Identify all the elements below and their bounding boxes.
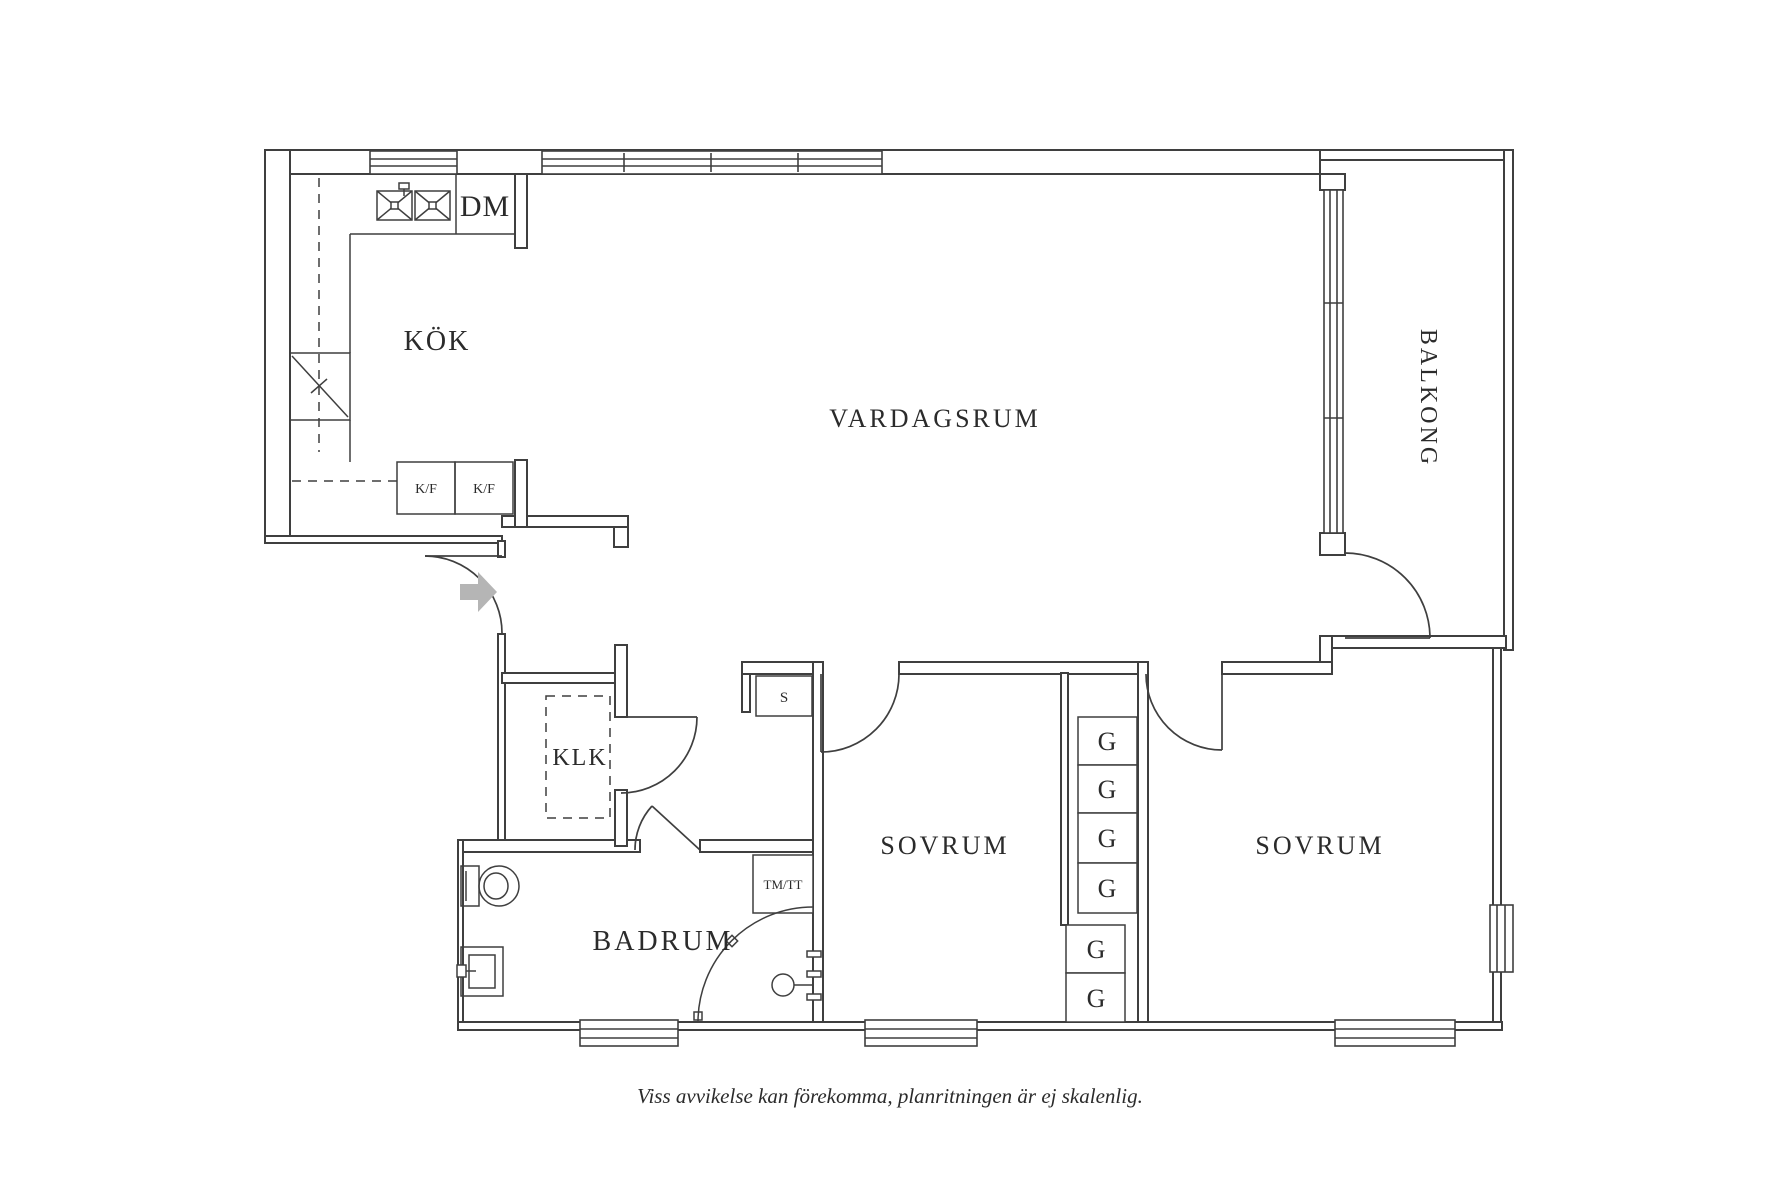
wardrobe-box <box>1077 812 1138 864</box>
bathroom-fixtures <box>456 865 822 1023</box>
wall <box>264 535 503 544</box>
room-label-living-room: VARDAGSRUM <box>829 404 1041 433</box>
wall <box>514 459 528 528</box>
wall <box>497 633 506 847</box>
room-label-bedroom-1: SOVRUM <box>880 831 1009 860</box>
wardrobe-label: G <box>1087 935 1106 964</box>
washbasin-icon <box>456 946 504 997</box>
wall <box>1221 661 1333 675</box>
wardrobe-box <box>1065 924 1126 974</box>
wardrobe-box <box>1077 764 1138 814</box>
wardrobe-label: G <box>1098 727 1117 756</box>
appliance-label-washer-dryer: TM/TT <box>764 877 803 892</box>
wall <box>898 661 1149 675</box>
doors <box>424 552 1431 851</box>
bedroom-1-door <box>820 673 900 753</box>
wall <box>457 839 641 853</box>
wardrobe-label: G <box>1087 984 1106 1013</box>
window-living-room-icon <box>541 150 883 175</box>
wardrobe-box <box>1065 972 1126 1023</box>
disclaimer-text: Viss avvikelse kan förekomma, planritnin… <box>637 1084 1143 1108</box>
washer-dryer-box <box>752 854 814 914</box>
wall <box>741 673 751 713</box>
entry-arrow-icon <box>460 572 497 612</box>
wall <box>1503 149 1514 651</box>
kitchen-fixtures <box>289 174 515 515</box>
balcony-door <box>1344 552 1431 639</box>
wardrobe-label: G <box>1098 824 1117 853</box>
closet-door <box>620 716 698 794</box>
wall <box>812 661 824 1023</box>
appliance-label-fridge-freezer: K/F <box>473 482 495 497</box>
wall <box>1060 672 1069 926</box>
labels: KÖK DM K/F K/F VARDAGSRUM BALKONG KLK S … <box>404 190 1441 1108</box>
wardrobe-label: G <box>1098 874 1117 903</box>
window-bedroom-1-icon <box>864 1019 978 1047</box>
wall <box>514 173 528 249</box>
wardrobe-box <box>1077 716 1138 766</box>
wall <box>264 149 291 543</box>
storage-fixtures <box>545 675 1138 1023</box>
wall <box>1319 173 1346 191</box>
bathroom-door <box>634 805 701 851</box>
cabinet-label-s: S <box>780 690 788 706</box>
room-label-kitchen: KÖK <box>404 326 471 357</box>
wall <box>457 1021 1503 1031</box>
wall <box>1319 149 1513 161</box>
wall <box>501 515 629 528</box>
appliance-label-dishwasher: DM <box>460 190 510 223</box>
kitchen-sink-icon <box>376 182 451 221</box>
wall <box>741 661 824 675</box>
room-label-closet: KLK <box>552 745 607 771</box>
appliance-label-fridge-freezer: K/F <box>415 482 437 497</box>
wardrobe-label: G <box>1098 775 1117 804</box>
windows <box>369 150 1514 1047</box>
room-label-balcony: BALKONG <box>1415 329 1441 467</box>
shower-icon <box>693 906 822 1023</box>
window-kitchen-icon <box>369 150 458 175</box>
window-bathroom-icon <box>579 1019 679 1047</box>
hall-cabinet-box <box>755 675 813 717</box>
wall <box>614 644 628 718</box>
wall <box>1137 661 1149 1023</box>
room-label-bedroom-2: SOVRUM <box>1255 831 1384 860</box>
window-balcony-icon <box>1323 189 1344 534</box>
closet-wardrobe-outline <box>545 695 611 819</box>
wardrobe-box <box>1077 862 1138 914</box>
corner-cabinet-icon <box>289 352 351 421</box>
wall <box>614 789 628 847</box>
fridge-freezer-box <box>454 461 514 515</box>
wall <box>699 839 824 853</box>
window-bedroom-2-icon <box>1334 1019 1456 1047</box>
wall <box>1492 647 1502 1023</box>
toilet-icon <box>460 865 520 907</box>
bedroom-2-door <box>1145 673 1223 751</box>
wall <box>1319 532 1346 556</box>
wall <box>613 526 629 548</box>
wall <box>497 540 506 558</box>
window-bedroom-2-side-icon <box>1489 904 1514 973</box>
wall <box>501 672 616 684</box>
room-label-bathroom: BADRUM <box>593 926 734 957</box>
